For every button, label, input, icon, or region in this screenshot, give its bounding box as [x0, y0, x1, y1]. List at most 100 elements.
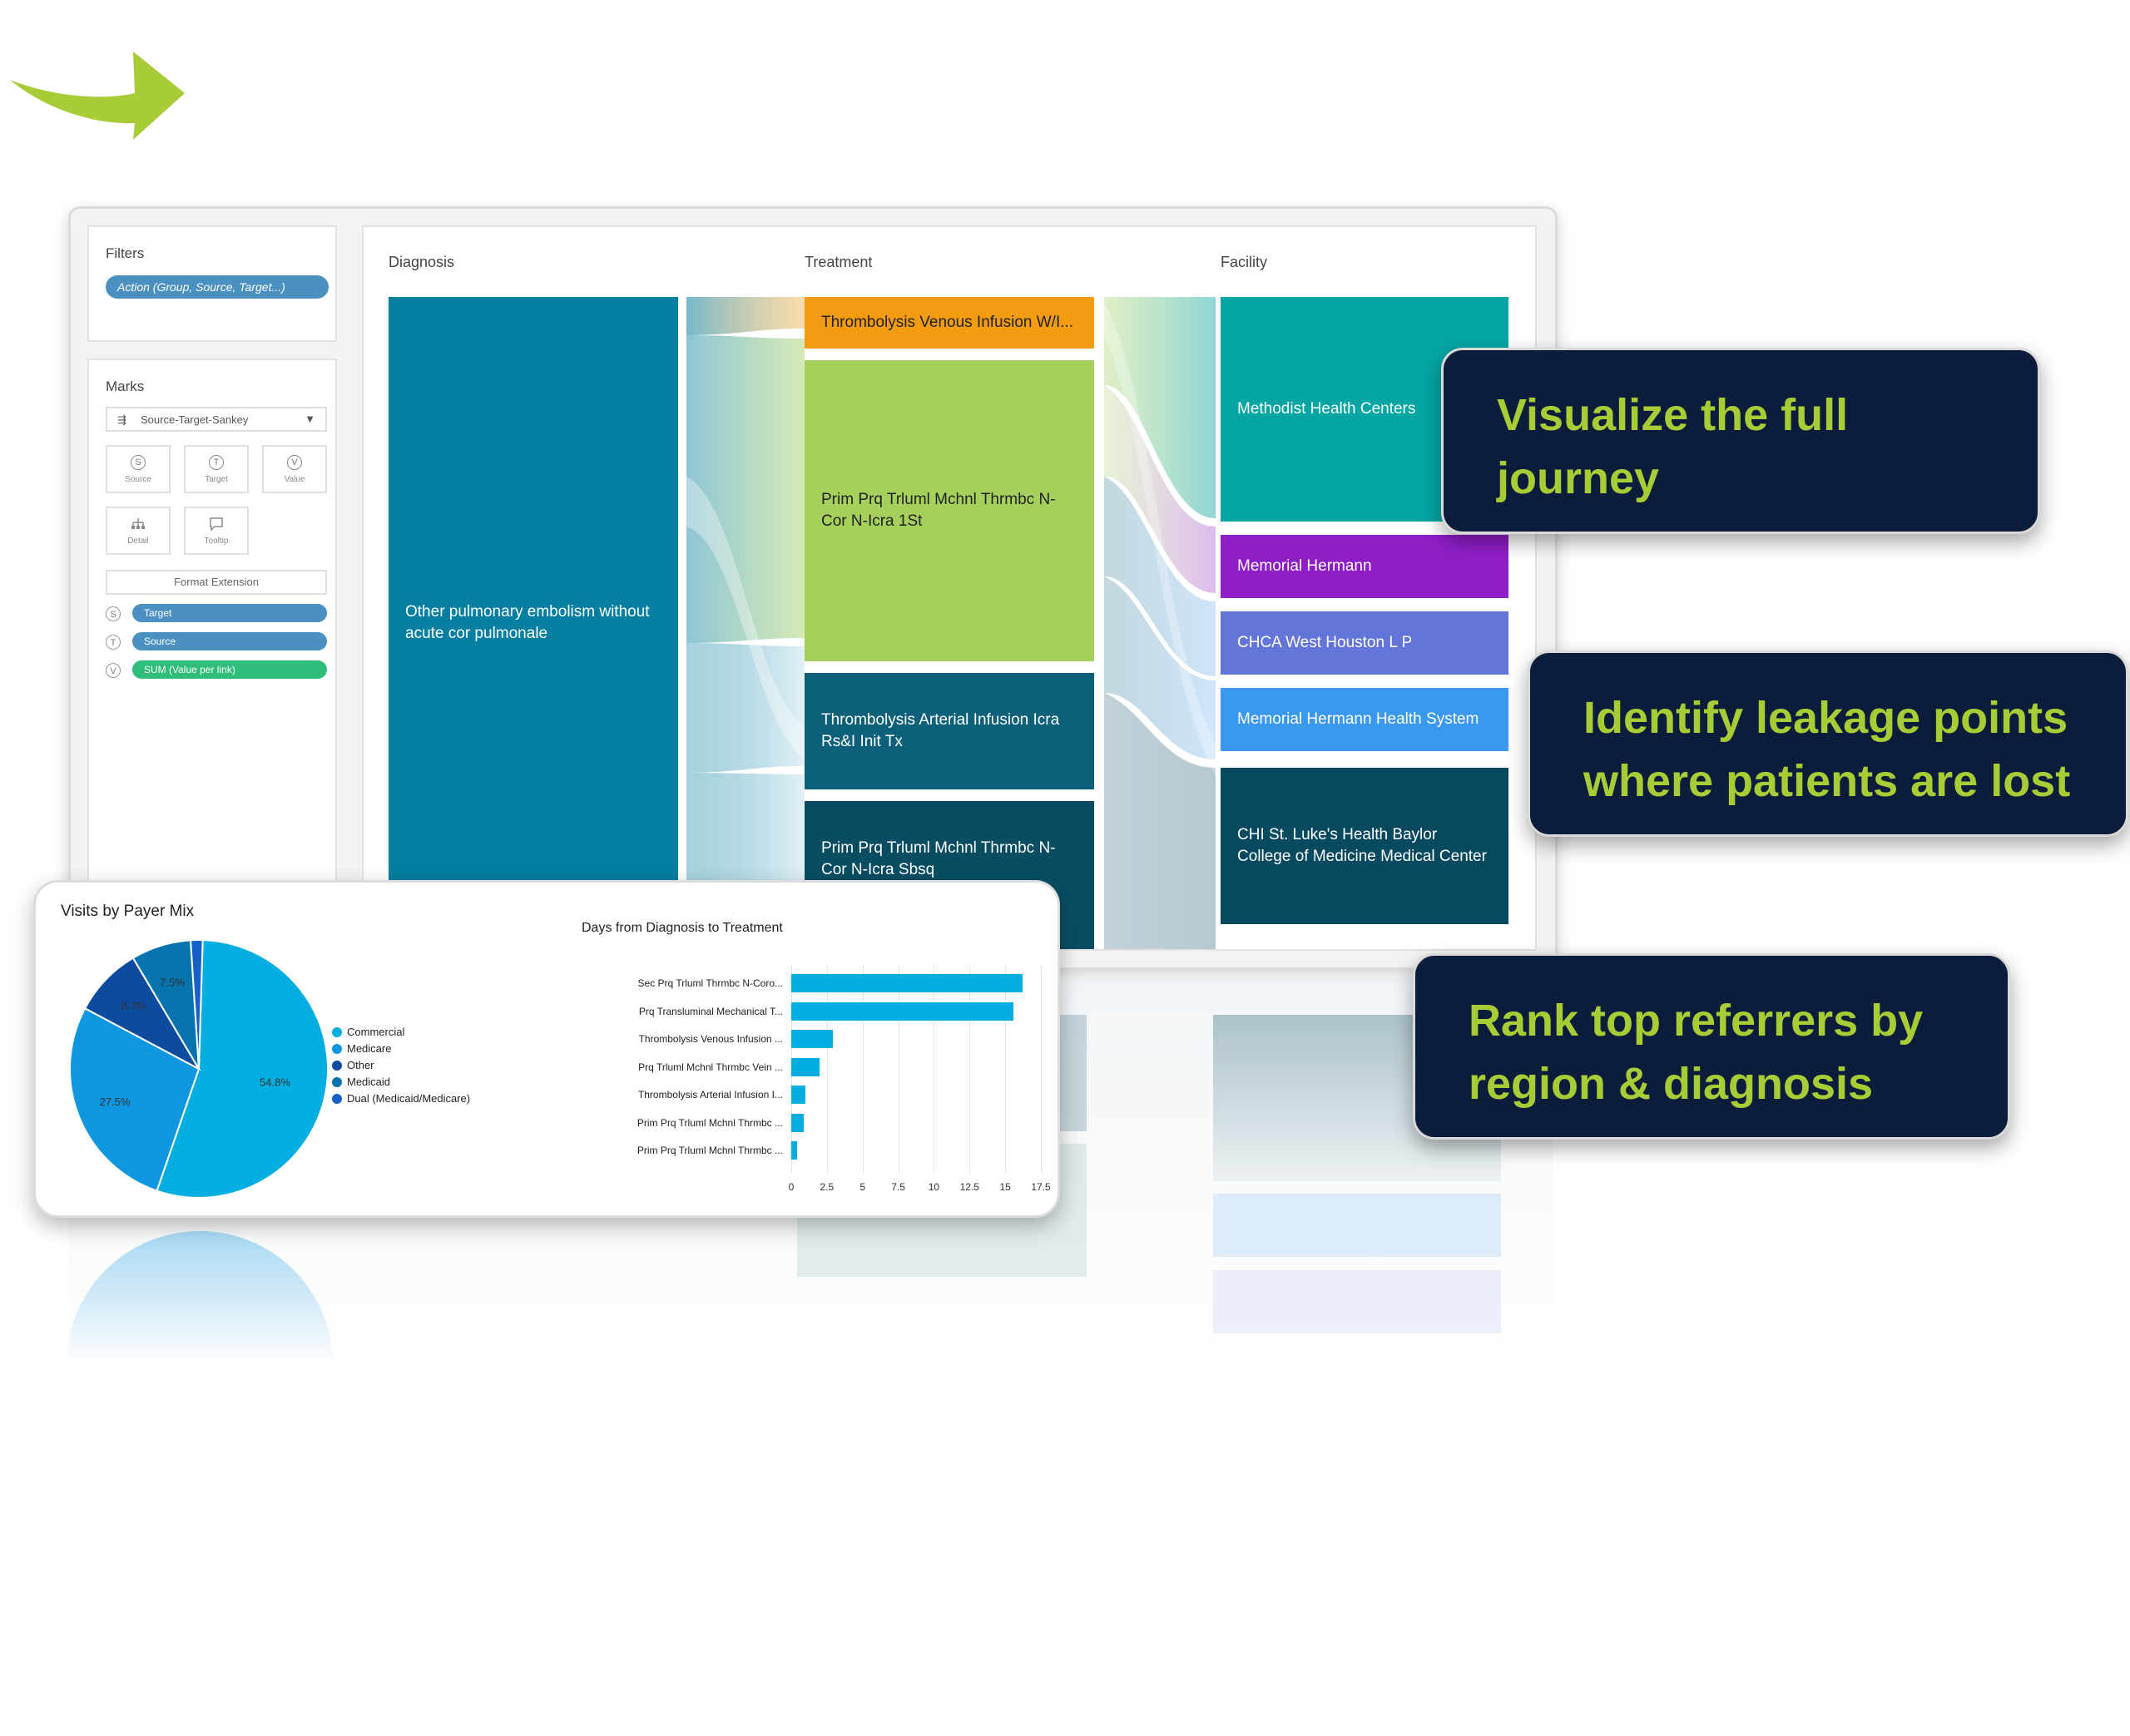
- mark-type-select[interactable]: ⇶ Source-Target-Sankey ▼: [106, 407, 327, 432]
- bar-category-label: Thrombolysis Venous Infusion ...: [638, 1033, 783, 1045]
- charts-card: Visits by Payer Mix 54.8%27.5%8.7%7.5% C…: [33, 880, 1060, 1218]
- sankey-node-treatment-1[interactable]: Thrombolysis Venous Infusion W/I...: [805, 297, 1094, 349]
- legend-swatch: [332, 1044, 342, 1054]
- detail-mark-label: Detail: [127, 537, 149, 546]
- x-tick-label: 0: [788, 1180, 795, 1193]
- gridline: [1005, 966, 1007, 1173]
- callout-visualize: Visualize the full journey: [1441, 348, 2040, 534]
- value-mark-button[interactable]: V Value: [262, 445, 327, 493]
- value-icon: V: [287, 455, 302, 470]
- bar[interactable]: [791, 1086, 806, 1104]
- sankey-node-facility-4[interactable]: Memorial Hermann Health System: [1221, 688, 1508, 751]
- target-icon: T: [209, 455, 224, 470]
- x-tick-label: 10: [928, 1180, 940, 1193]
- sankey-node-facility-5[interactable]: CHI St. Luke's Health Baylor College of …: [1221, 768, 1508, 924]
- bar-category-label: Thrombolysis Arterial Infusion I...: [637, 1089, 783, 1100]
- x-tick-label: 7.5: [891, 1180, 905, 1193]
- hierarchy-icon: [131, 518, 145, 529]
- bar-category-label: Prim Prq Trluml Mchnl Thrmbc ...: [637, 1145, 783, 1156]
- gridline: [826, 966, 828, 1173]
- bar[interactable]: [791, 1002, 1014, 1021]
- field-glyph-v: V: [106, 663, 121, 678]
- bar[interactable]: [791, 1057, 820, 1076]
- legend-item[interactable]: Other: [332, 1059, 374, 1071]
- target-mark-button[interactable]: T Target: [184, 445, 249, 493]
- filter-pill-action[interactable]: Action (Group, Source, Target...): [106, 275, 329, 299]
- legend-swatch: [332, 1027, 342, 1037]
- payer-mix-pie-chart: 54.8%27.5%8.7%7.5%: [69, 939, 329, 1199]
- pie-slice-commercial[interactable]: [156, 939, 329, 1199]
- callout-text: Identify leakage points where patients a…: [1583, 693, 2071, 806]
- bar[interactable]: [791, 974, 1023, 992]
- pie-slice-other[interactable]: [83, 957, 201, 1071]
- sankey-node-label: Prim Prq Trluml Mchnl Thrmbc N-Cor N-Icr…: [821, 491, 1056, 530]
- legend-label: Medicaid: [347, 1076, 391, 1088]
- source-mark-label: Source: [125, 475, 151, 484]
- sankey-node-facility-2[interactable]: Memorial Hermann: [1221, 535, 1508, 598]
- sankey-node-treatment-2[interactable]: Prim Prq Trluml Mchnl Thrmbc N-Cor N-Icr…: [805, 360, 1094, 661]
- marks-panel: Marks ⇶ Source-Target-Sankey ▼ S Source T…: [87, 359, 337, 944]
- right-arrow-icon: [10, 52, 185, 140]
- bar[interactable]: [791, 1113, 805, 1132]
- sankey-node-label: CHI St. Luke's Health Baylor College of …: [1237, 826, 1487, 865]
- legend-label: Other: [347, 1059, 374, 1071]
- pie-slice-medicare[interactable]: [69, 1006, 201, 1192]
- legend-label: Commercial: [347, 1026, 405, 1038]
- legend-item[interactable]: Medicaid: [332, 1076, 390, 1088]
- pie-data-label: 7.5%: [160, 976, 185, 988]
- bar[interactable]: [791, 1141, 797, 1160]
- callout-leakage: Identify leakage points where patients a…: [1528, 650, 2128, 837]
- gridline: [969, 966, 971, 1173]
- filters-title: Filters: [106, 245, 145, 261]
- speech-bubble-icon: [210, 517, 223, 532]
- pie-data-label: 8.7%: [121, 1000, 146, 1012]
- legend-label: Medicare: [347, 1042, 392, 1055]
- sankey-node-label: Thrombolysis Arterial Infusion Icra Rs&I…: [821, 711, 1060, 750]
- bar-category-label: Prq Trluml Mchnl Thrmbc Vein ...: [638, 1061, 783, 1073]
- sankey-node-treatment-3[interactable]: Thrombolysis Arterial Infusion Icra Rs&I…: [805, 673, 1094, 789]
- source-mark-button[interactable]: S Source: [106, 445, 171, 493]
- sankey-node-label: Thrombolysis Venous Infusion W/I...: [821, 314, 1074, 331]
- field-glyph-s: S: [106, 606, 121, 621]
- target-mark-label: Target: [205, 475, 228, 484]
- x-tick-label: 12.5: [959, 1180, 979, 1193]
- chevron-down-icon: ▼: [305, 413, 315, 425]
- bar-chart-title: Days from Diagnosis to Treatment: [582, 921, 783, 935]
- value-mark-label: Value: [284, 475, 305, 484]
- legend-swatch: [332, 1061, 342, 1071]
- bar[interactable]: [791, 1030, 833, 1048]
- sankey-node-label: Other pulmonary embolism without acute c…: [405, 603, 650, 642]
- sankey-node-label: Methodist Health Centers: [1237, 400, 1416, 418]
- pie-data-label: 27.5%: [100, 1096, 131, 1108]
- pie-slice-dual-medicaid-medicare-[interactable]: [189, 939, 204, 1070]
- dashboard-card: Filters Action (Group, Source, Target...…: [68, 206, 1558, 970]
- legend-item[interactable]: Medicare: [332, 1042, 391, 1055]
- pie-reflection: [67, 1231, 333, 1364]
- sankey-node-diagnosis[interactable]: Other pulmonary embolism without acute c…: [389, 297, 678, 949]
- callout-text: Visualize the full journey: [1497, 390, 1849, 503]
- tooltip-mark-button[interactable]: Tooltip: [184, 507, 249, 555]
- sankey-node-label: Prim Prq Trluml Mchnl Thrmbc N-Cor N-Icr…: [821, 839, 1056, 878]
- field-pill-value[interactable]: SUM (Value per link): [132, 660, 327, 679]
- pie-chart-title: Visits by Payer Mix: [61, 903, 195, 920]
- x-tick-label: 17.5: [1031, 1180, 1051, 1193]
- x-tick-label: 2.5: [820, 1180, 835, 1193]
- detail-mark-button[interactable]: Detail: [106, 507, 171, 555]
- tooltip-mark-label: Tooltip: [204, 537, 229, 546]
- format-extension-button[interactable]: Format Extension: [106, 570, 327, 595]
- field-pill-target[interactable]: Target: [132, 604, 327, 622]
- sankey-node-label: Memorial Hermann Health System: [1237, 710, 1479, 728]
- sankey-node-facility-3[interactable]: CHCA West Houston L P: [1221, 611, 1508, 675]
- field-pill-source[interactable]: Source: [132, 632, 327, 650]
- callout-text: Rank top referrers by region & diagnosis: [1469, 996, 1924, 1109]
- filters-panel: Filters Action (Group, Source, Target...…: [87, 225, 337, 342]
- legend-item[interactable]: Commercial: [332, 1026, 404, 1038]
- sankey-icon: ⇶: [117, 413, 126, 426]
- legend-item[interactable]: Dual (Medicaid/Medicare): [332, 1092, 470, 1105]
- source-icon: S: [131, 455, 146, 470]
- marks-title: Marks: [106, 378, 145, 394]
- column-header-treatment: Treatment: [805, 254, 873, 270]
- sankey-node-label: CHCA West Houston L P: [1237, 634, 1413, 651]
